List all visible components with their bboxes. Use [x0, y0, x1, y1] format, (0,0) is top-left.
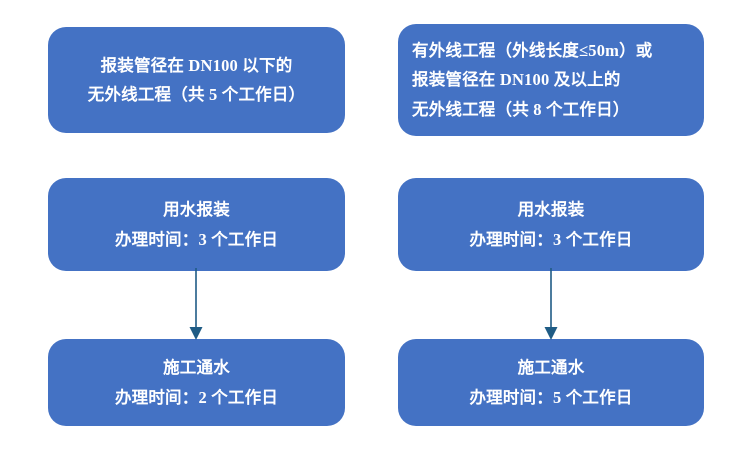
node-right-condition-line-1: 有外线工程（外线长度≤50m）或 [412, 40, 653, 60]
node-left-step-2-duration: 办理时间：2 个工作日 [114, 387, 279, 407]
node-left-condition-line-2: 无外线工程（共 5 个工作日） [87, 85, 306, 104]
node-left-condition-line-1: 报装管径在 DN100 以下的 [100, 55, 293, 75]
node-left-step-2-title: 施工通水 [163, 358, 230, 378]
node-left-step-1-duration: 办理时间：3 个工作日 [114, 229, 279, 249]
node-left-step-2[interactable]: 施工通水 办理时间：2 个工作日 [48, 339, 345, 426]
node-left-step-1-title: 用水报装 [163, 200, 230, 220]
node-left-condition[interactable]: 报装管径在 DN100 以下的 无外线工程（共 5 个工作日） [48, 27, 345, 133]
node-right-step-2-title: 施工通水 [517, 358, 585, 378]
node-right-condition-line-2: 报装管径在 DN100 及以上的 [412, 70, 621, 90]
node-right-condition-line-3: 无外线工程（共 8 个工作日） [412, 99, 630, 119]
connector-left-arrow-icon [180, 268, 212, 344]
node-right-step-2-duration: 办理时间：5 个工作日 [469, 387, 633, 407]
node-right-step-1-duration: 办理时间：3 个工作日 [469, 229, 633, 249]
node-left-step-1[interactable]: 用水报装 办理时间：3 个工作日 [48, 178, 345, 271]
node-right-step-2[interactable]: 施工通水 办理时间：5 个工作日 [398, 339, 704, 426]
node-right-step-1-title: 用水报装 [517, 200, 585, 220]
node-right-condition[interactable]: 有外线工程（外线长度≤50m）或 报装管径在 DN100 及以上的 无外线工程（… [398, 24, 704, 136]
connector-right-arrow-icon [535, 268, 567, 344]
node-right-step-1[interactable]: 用水报装 办理时间：3 个工作日 [398, 178, 704, 271]
